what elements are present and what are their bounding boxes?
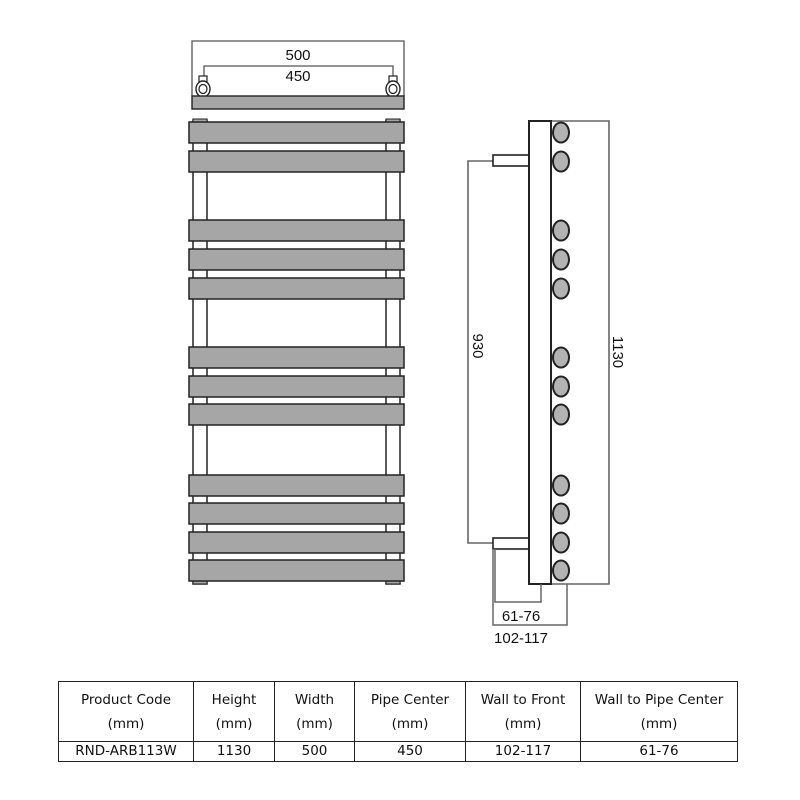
- cell-height: 1130: [193, 741, 275, 762]
- towel-bar: [188, 248, 405, 271]
- header-wall-to-pipe-center: Wall to Pipe Center(mm): [580, 681, 738, 742]
- bar-profiles: [552, 121, 570, 582]
- side-panel: [528, 120, 552, 585]
- top-view: 500 450: [191, 40, 405, 110]
- towel-bar: [188, 403, 405, 426]
- cell-product-code: RND-ARB113W: [58, 741, 194, 762]
- dimension-label-1130: 1130: [609, 336, 626, 368]
- dimension-line-930: [467, 160, 493, 544]
- towel-bar: [188, 150, 405, 173]
- header-pipe-center: Pipe Center(mm): [354, 681, 466, 742]
- specification-table: Product Code(mm) Height(mm) Width(mm) Pi…: [58, 681, 738, 762]
- towel-bars: [188, 121, 405, 582]
- towel-bar: [188, 375, 405, 398]
- wall-bracket-top: [492, 154, 530, 167]
- dimension-label-102-117: 102-117: [494, 630, 548, 647]
- top-view-bar: [191, 95, 405, 110]
- bar-profile-oval: [552, 531, 570, 554]
- bar-profile-oval: [552, 502, 570, 525]
- header-height: Height(mm): [193, 681, 275, 742]
- valve-left-icon: [195, 75, 211, 98]
- dimension-line-102-117: [492, 549, 568, 626]
- header-wall-to-front: Wall to Front(mm): [465, 681, 581, 742]
- dimension-line-1130: [551, 120, 610, 585]
- front-view: [188, 118, 405, 585]
- towel-bar: [188, 531, 405, 554]
- towel-bar: [188, 219, 405, 242]
- bar-profile-oval: [552, 150, 570, 173]
- bar-profile-oval: [552, 248, 570, 271]
- wall-bracket-bottom: [492, 537, 530, 550]
- towel-bar: [188, 346, 405, 369]
- bar-profile-oval: [552, 346, 570, 369]
- dimension-label-450: 450: [285, 68, 310, 85]
- bar-profile-oval: [552, 559, 570, 582]
- towel-bar: [188, 502, 405, 525]
- header-width: Width(mm): [274, 681, 355, 742]
- cell-pipe-center: 450: [354, 741, 466, 762]
- towel-bar: [188, 474, 405, 497]
- cell-width: 500: [274, 741, 355, 762]
- radiator-technical-drawing: 500 450 930 1130: [188, 40, 626, 647]
- dimension-label-500: 500: [285, 47, 310, 64]
- valve-right-icon: [385, 75, 401, 98]
- bar-profile-oval: [552, 277, 570, 300]
- cell-wall-to-pipe-center: 61-76: [580, 741, 738, 762]
- bar-profile-oval: [552, 403, 570, 426]
- towel-bar: [188, 559, 405, 582]
- header-product-code: Product Code(mm): [58, 681, 194, 742]
- bar-profile-oval: [552, 375, 570, 398]
- dimension-line-61-76: [494, 549, 542, 603]
- bar-profile-oval: [552, 219, 570, 242]
- side-view: 930 1130 61-76 102-117: [467, 120, 626, 647]
- dimension-label-930: 930: [469, 333, 486, 358]
- table-header-row: Product Code(mm) Height(mm) Width(mm) Pi…: [58, 681, 738, 742]
- dimension-line-450: [203, 65, 394, 78]
- towel-bar: [188, 277, 405, 300]
- bar-profile-oval: [552, 474, 570, 497]
- cell-wall-to-front: 102-117: [465, 741, 581, 762]
- table-row: RND-ARB113W 1130 500 450 102-117 61-76: [58, 741, 738, 762]
- towel-bar: [188, 121, 405, 144]
- dimension-line-500: [191, 40, 405, 96]
- dimension-label-61-76: 61-76: [502, 608, 540, 625]
- bar-profile-oval: [552, 121, 570, 144]
